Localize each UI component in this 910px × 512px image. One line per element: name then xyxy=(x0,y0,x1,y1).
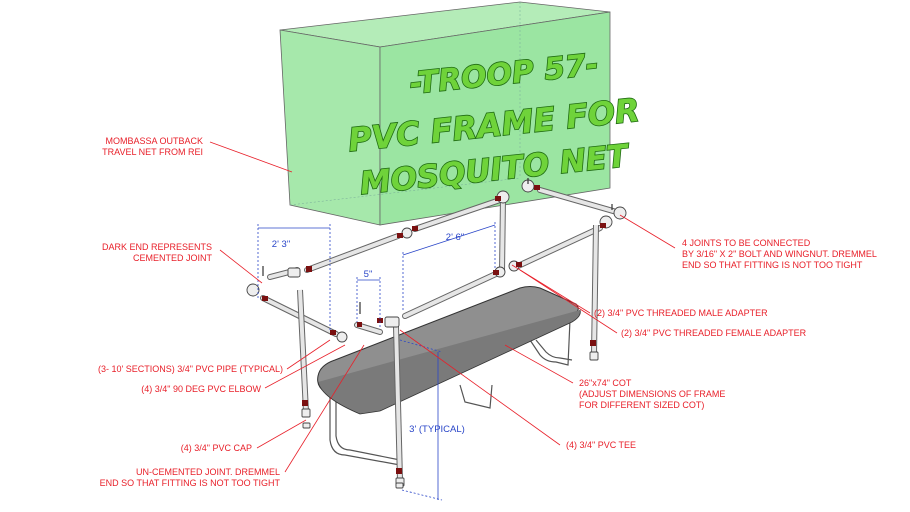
dimension-top-length: 2' 6" xyxy=(446,232,464,243)
label-joints-line-1: 4 JOINTS TO BE CONNECTED xyxy=(682,238,811,248)
label-joints-line-2: BY 3/16" X 2" BOLT AND WINGNUT. DREMMEL xyxy=(682,249,877,259)
label-uncemented-line-2: END SO THAT FITTING IS NOT TOO TIGHT xyxy=(100,478,281,488)
label-joints-line-3: END SO THAT FITTING IS NOT TOO TIGHT xyxy=(682,260,863,270)
dimension-small: 5" xyxy=(364,269,373,280)
dimension-lines xyxy=(257,222,496,501)
leader-lines xyxy=(209,141,676,473)
dimension-height: 3' (TYPICAL) xyxy=(409,424,465,435)
label-cot-line-2: (ADJUST DIMENSIONS OF FRAME xyxy=(579,389,725,399)
label-male-adapter: (2) 3/4" PVC THREADED MALE ADAPTER xyxy=(594,308,768,318)
net-front-face xyxy=(379,11,611,226)
label-uncemented-line-1: UN-CEMENTED JOINT. DREMMEL xyxy=(136,467,280,477)
dimension-top-width: 2' 3" xyxy=(272,239,290,250)
label-cot-line-3: FOR DIFFERENT SIZED COT) xyxy=(579,400,704,410)
label-pipe: (3- 10' SECTIONS) 3/4" PVC PIPE (TYPICAL… xyxy=(98,364,283,374)
annotations: MOMBASSA OUTBACK TRAVEL NET FROM REI DAR… xyxy=(98,136,877,488)
pvc-frame xyxy=(246,178,627,489)
label-cot-line-1: 26"x74" COT xyxy=(579,378,632,388)
label-net-line-2: TRAVEL NET FROM REI xyxy=(102,147,203,157)
label-net-line-1: MOMBASSA OUTBACK xyxy=(105,136,203,146)
label-elbow: (4) 3/4" 90 DEG PVC ELBOW xyxy=(141,384,261,394)
label-dark-end-line-1: DARK END REPRESENTS xyxy=(102,242,212,252)
cot xyxy=(317,286,581,466)
label-tee: (4) 3/4" PVC TEE xyxy=(566,440,636,450)
label-dark-end-line-2: CEMENTED JOINT xyxy=(133,253,213,263)
label-cap: (4) 3/4" PVC CAP xyxy=(181,443,252,453)
mosquito-net-box xyxy=(279,1,611,226)
label-female-adapter: (2) 3/4" PVC THREADED FEMALE ADAPTER xyxy=(621,328,807,338)
